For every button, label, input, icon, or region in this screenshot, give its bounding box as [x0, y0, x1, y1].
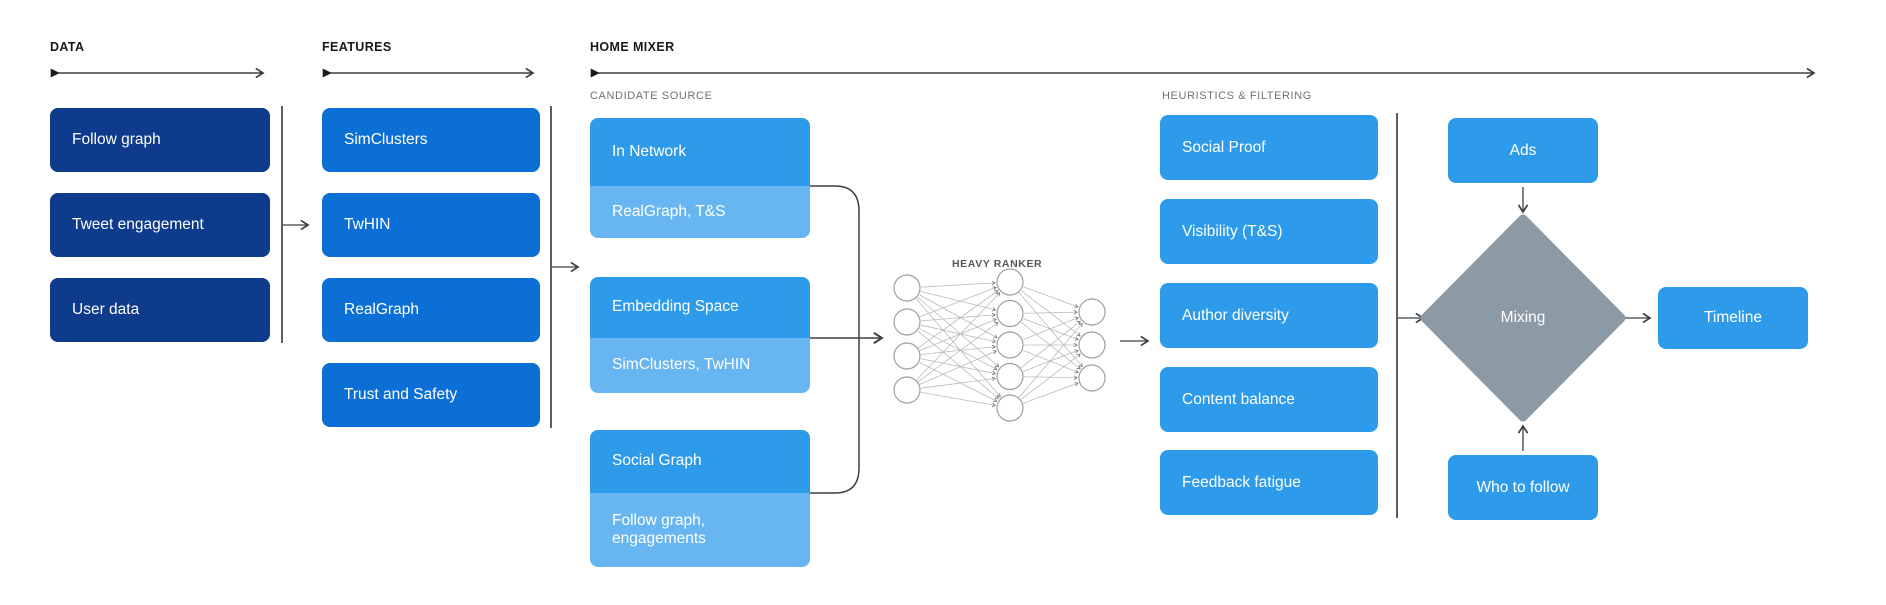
heavy-ranker-label: HEAVY RANKER	[952, 258, 1043, 270]
candidate-secondary-simclusters-twhin: SimClusters, TwHIN	[590, 338, 810, 393]
neural-network-node	[996, 394, 1024, 422]
heuristics-box-author-diversity: Author diversity	[1160, 283, 1378, 348]
neural-network-node	[893, 274, 921, 302]
neural-network-node	[893, 308, 921, 336]
timeline-box: Timeline	[1658, 287, 1808, 349]
data-box-user-data: User data	[50, 278, 270, 342]
heuristics-filtering-label: HEURISTICS & FILTERING	[1162, 90, 1312, 102]
candidate-primary-in-network: In Network	[590, 118, 810, 186]
candidate-bracket-connector	[810, 185, 860, 494]
candidate-source-label: CANDIDATE SOURCE	[590, 90, 713, 102]
neural-network-node	[893, 376, 921, 404]
neural-network-node	[996, 331, 1024, 359]
features-box-trust-and-safety: Trust and Safety	[322, 363, 540, 427]
neural-network-node	[996, 299, 1024, 328]
data-box-tweet-engagement: Tweet engagement	[50, 193, 270, 257]
features-box-simclusters: SimClusters	[322, 108, 540, 172]
data-box-follow-graph: Follow graph	[50, 108, 270, 172]
heuristics-box-social-proof: Social Proof	[1160, 115, 1378, 180]
features-section-label: FEATURES	[322, 40, 392, 54]
neural-network-node	[1078, 331, 1106, 359]
mixing-diamond	[1420, 214, 1626, 422]
candidate-primary-embedding-space: Embedding Space	[590, 277, 810, 338]
neural-network-node	[996, 362, 1024, 391]
neural-network-node	[893, 342, 921, 370]
candidate-primary-social-graph: Social Graph	[590, 430, 810, 493]
features-box-twhin: TwHIN	[322, 193, 540, 257]
candidate-secondary-realgraph-ts: RealGraph, T&S	[590, 186, 810, 238]
who-to-follow-box: Who to follow	[1448, 455, 1598, 520]
neural-network-node	[1078, 364, 1106, 392]
data-section-label: DATA	[50, 40, 85, 54]
ads-box: Ads	[1448, 118, 1598, 183]
candidate-secondary-followgraph-engagements: Follow graph, engagements	[590, 493, 810, 567]
heuristics-box-feedback-fatigue: Feedback fatigue	[1160, 450, 1378, 515]
heavy-ranker-network	[893, 268, 1106, 422]
neural-network-node	[996, 268, 1024, 296]
home-mixer-section-label: HOME MIXER	[590, 40, 675, 54]
heuristics-box-content-balance: Content balance	[1160, 367, 1378, 432]
candidate-group-in-network: In Network RealGraph, T&S	[590, 118, 810, 238]
candidate-group-social-graph: Social Graph Follow graph, engagements	[590, 430, 810, 567]
candidate-group-embedding-space: Embedding Space SimClusters, TwHIN	[590, 277, 810, 393]
features-box-realgraph: RealGraph	[322, 278, 540, 342]
heuristics-box-visibility-ts: Visibility (T&S)	[1160, 199, 1378, 264]
mixing-diamond-label: Mixing	[1500, 309, 1546, 326]
neural-network-node	[1078, 298, 1106, 326]
